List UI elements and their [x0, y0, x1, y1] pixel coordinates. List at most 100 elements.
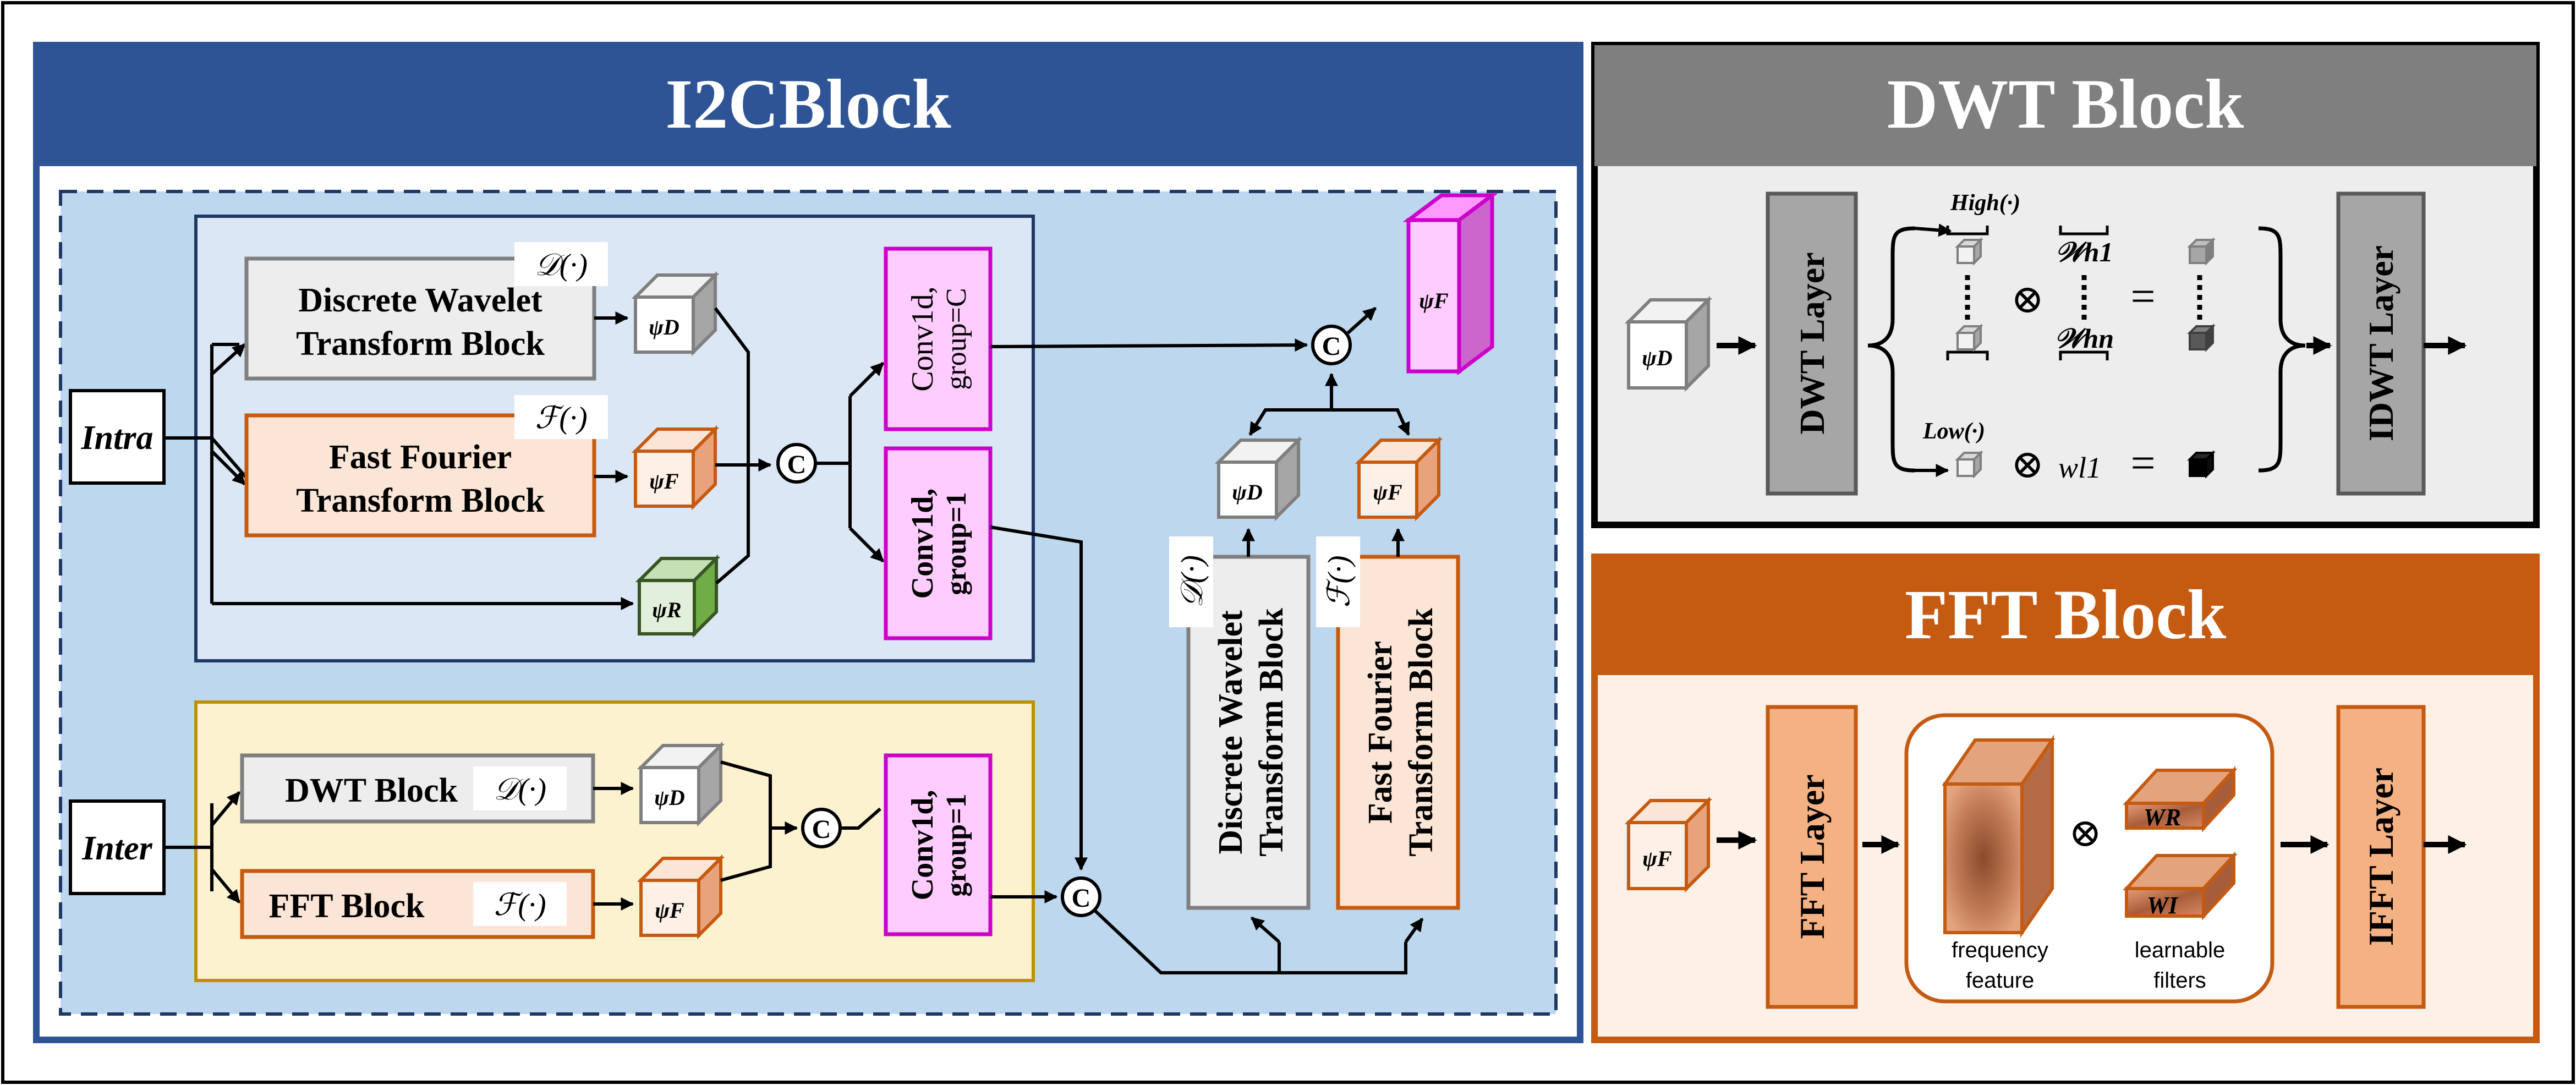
low-cube: [1955, 450, 1983, 479]
dwt-low-label: Low(·): [1922, 419, 1985, 444]
conv-c-line2: group=C: [941, 288, 972, 390]
main-concat-circle: [1061, 876, 1101, 917]
arrow-to-high: [1914, 223, 1952, 237]
right-psi-d-label: ψD: [1232, 480, 1263, 505]
intra-split-lines: [815, 396, 852, 528]
arrow-top-to-psid: [1248, 408, 1331, 436]
dwt-header: [1594, 45, 2536, 166]
ifft-layer-label: IFFT Layer: [2361, 768, 2400, 946]
fft-layer: [1766, 705, 1858, 1009]
w-h-n: 𝒲hn: [2054, 323, 2114, 354]
conv-1b-line1: Conv1d,: [906, 790, 940, 901]
dwt-left-brace: [1867, 226, 1915, 473]
dwt-block-panel: DWT Block ψD DWT Layer High(·) Low(·): [1591, 42, 2540, 528]
conv-group-1-intra-block: [884, 446, 993, 640]
wh-bracket-top: [2059, 226, 2109, 235]
inter-f-op: ℱ(·): [494, 888, 546, 922]
arrow-to-fft: [210, 450, 246, 486]
arrow-to-dwt: [210, 343, 246, 376]
vert-d-op: 𝒟(·): [1175, 555, 1209, 608]
intra-f-op-box: [514, 395, 608, 439]
inter-branch-lines: [164, 803, 213, 891]
high-cube-top: [1955, 237, 1983, 266]
intra-dwt-line1: Discrete Wavelet: [298, 282, 542, 319]
i2c-header: [36, 45, 1580, 166]
vert-fft-line2: Transform Block: [1402, 608, 1440, 857]
arrow-conv1a-to-concat: [990, 525, 1088, 871]
conv-c-line1: Conv1d,: [906, 286, 940, 391]
final-concat-label: C: [1322, 332, 1341, 361]
right-psi-d-cube: ψD: [1214, 436, 1303, 522]
conv-group-c-block: [884, 246, 993, 431]
inter-concat-label: C: [812, 815, 831, 844]
intra-d-op: 𝒟(·): [535, 248, 588, 282]
feature-label-line2: feature: [1966, 968, 2035, 993]
inter-label: Inter: [81, 830, 152, 867]
dwt-otimes-low: ⊗: [2011, 442, 2044, 486]
psi-r-label: ψR: [652, 598, 681, 622]
right-psi-f-cube: ψF: [1355, 436, 1443, 522]
dwt-psi-d-label: ψD: [1642, 346, 1673, 370]
w-i-label: WI: [2147, 892, 2179, 919]
vert-f-op: ℱ(·): [1322, 555, 1356, 607]
arrow-to-inter-fft: [210, 868, 241, 903]
output-psi-f-cube: ψF: [1402, 191, 1498, 375]
arrow-conv-c-to-final-concat: [990, 338, 1308, 352]
intra-fft-line2: Transform Block: [296, 482, 545, 519]
dwt-title: DWT Block: [1887, 65, 2244, 143]
idwt-layer: [2336, 191, 2426, 496]
inter-dwt-label: DWT Block: [285, 772, 458, 809]
i2c-title: I2CBlock: [665, 65, 951, 143]
filter-real-volume: WR: [2123, 766, 2238, 832]
inter-fft-label: FFT Block: [268, 887, 425, 925]
arrow-to-vert-dwt: [1251, 916, 1280, 944]
intra-psi-f-cube: ψF: [631, 425, 720, 511]
intra-psi-r-cube: ψR: [635, 554, 721, 638]
inter-psi-f-label: ψF: [655, 898, 684, 923]
i2c-block-panel: I2CBlock Intra Inter Discrete Wavelet Tr…: [33, 42, 1583, 1043]
filters-label-line2: filters: [2153, 968, 2206, 993]
dwt-equals-low: =: [2130, 439, 2155, 487]
intra-concat-label: C: [787, 450, 807, 479]
idwt-layer-label: IDWT Layer: [2361, 245, 2400, 441]
dwt-otimes-high: ⊗: [2011, 277, 2044, 321]
conv-1a-line2: group=1: [941, 492, 972, 595]
w-l-1: wl1: [2058, 451, 2101, 484]
vert-dwt-line2: Transform Block: [1253, 608, 1290, 857]
fft-block-panel: FFT Block ψF FFT Layer frequency feature…: [1591, 554, 2540, 1043]
inter-psi-d-label: ψD: [654, 785, 685, 810]
intra-psi-d-cube: ψD: [631, 271, 720, 357]
fft-psi-f-label: ψF: [1642, 846, 1672, 871]
arrow-to-conv-c: [848, 361, 885, 398]
intra-fft-line1: Fast Fourier: [329, 439, 512, 476]
intra-psi-d-label: ψD: [649, 315, 679, 339]
inter-merge-lines: [720, 760, 772, 882]
arrow-to-inter-dwt: [210, 791, 241, 826]
intra-psi-f-label: ψF: [649, 469, 679, 494]
intra-merge-lines: [714, 307, 750, 585]
final-concat-circle: [1311, 325, 1352, 365]
dwt-layer-label: DWT Layer: [1793, 252, 1832, 434]
conv-1a-line1: Conv1d,: [906, 489, 940, 599]
high-result-bottom: [2187, 324, 2216, 352]
vert-d-op-box: [1169, 536, 1213, 627]
intra-dwt-line2: Transform Block: [296, 325, 545, 363]
high-bracket-bottom: [1946, 350, 1989, 360]
filter-imag-volume: WI: [2123, 851, 2238, 920]
conv-1b-line2: group=1: [941, 793, 972, 897]
intra-branch-lines: [164, 343, 259, 605]
high-cube-bottom: [1955, 324, 1983, 352]
conv-group-1-inter-block: [884, 753, 993, 936]
arrow-to-conv-1: [848, 527, 885, 563]
fft-layer-label: FFT Layer: [1793, 774, 1832, 939]
feature-label-line1: frequency: [1952, 938, 2048, 962]
output-psi-f-label: ψF: [1419, 288, 1449, 313]
main-concat-out: [1093, 909, 1407, 974]
ifft-layer: [2336, 705, 2426, 1009]
inter-psi-f-cube: ψF: [637, 854, 725, 940]
inter-concat-out: [840, 807, 881, 830]
fft-otimes: ⊗: [2069, 811, 2102, 855]
fft-header: [1594, 557, 2536, 675]
intra-d-op-box: [514, 242, 608, 286]
